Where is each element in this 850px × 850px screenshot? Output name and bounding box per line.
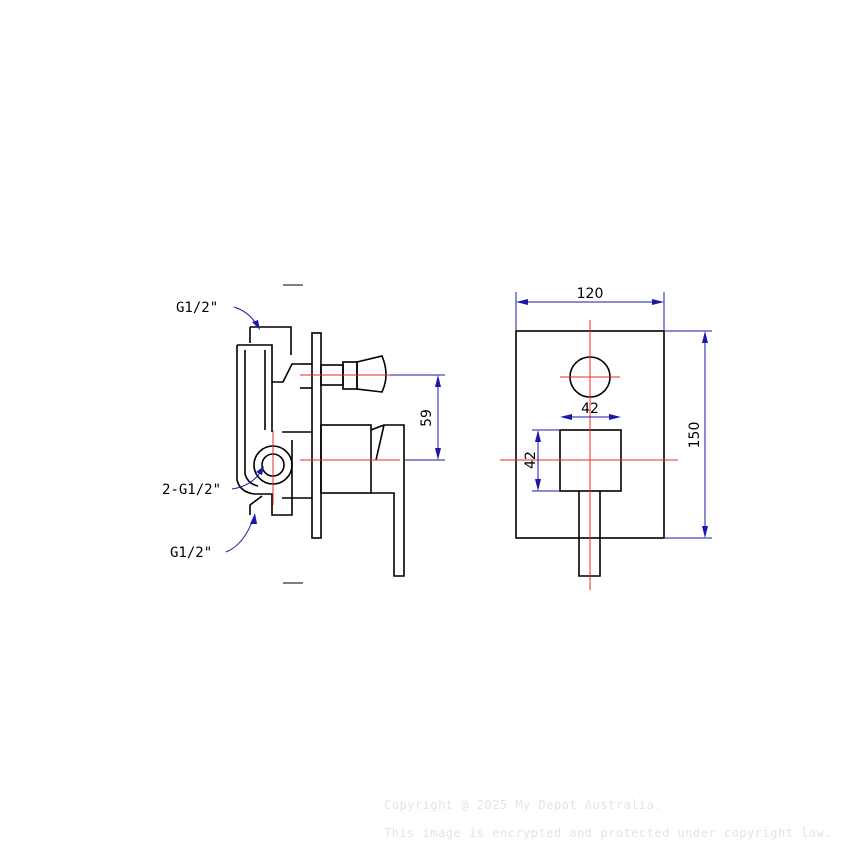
diverter-knob [300, 355, 387, 393]
valve-body [236, 326, 312, 516]
callout-bottom-label: G1/2" [170, 545, 212, 561]
dim-150-text: 150 [687, 422, 703, 449]
dim-42-v-text: 42 [523, 451, 539, 469]
dimension-42-horizontal: 42 [560, 401, 621, 420]
wall-plate [311, 332, 322, 539]
dim-59-text: 59 [419, 409, 435, 427]
dimension-59: 59 [390, 374, 445, 461]
callout-mid-label: 2-G1/2" [162, 482, 221, 498]
dimension-42-vertical: 42 [523, 429, 559, 492]
callout-mid: 2-G1/2" [162, 466, 264, 498]
front-view: 120 150 42 42 [500, 286, 712, 590]
side-view: 59 G1/2" 2-G1/2" G1/2" [162, 284, 445, 584]
lever-handle [320, 424, 405, 577]
watermark-line-2: This image is encrypted and protected un… [384, 826, 833, 840]
dimension-120: 120 [515, 286, 665, 330]
watermark-line-1: Copyright @ 2025 My Depot Australia. [384, 798, 663, 812]
callout-top: G1/2" [176, 300, 260, 330]
callout-bottom: G1/2" [170, 513, 257, 561]
dim-42-h-text: 42 [581, 401, 599, 417]
dimension-150: 150 [665, 330, 712, 539]
dim-120-text: 120 [577, 286, 604, 302]
callout-top-label: G1/2" [176, 300, 218, 316]
